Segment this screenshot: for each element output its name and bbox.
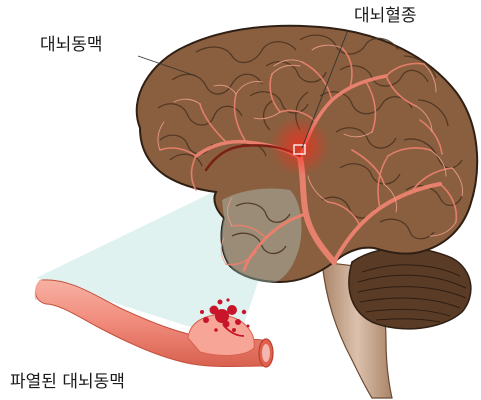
ruptured-artery-label: 파열된 대뇌동맥 (10, 374, 125, 391)
aneurysm-label: 대뇌혈종 (354, 8, 417, 25)
cerebellum (349, 248, 471, 329)
tube-opening-inner (262, 344, 270, 362)
cerebral-artery-label: 대뇌동맥 (40, 37, 103, 54)
hemorrhage-glow (270, 116, 330, 176)
